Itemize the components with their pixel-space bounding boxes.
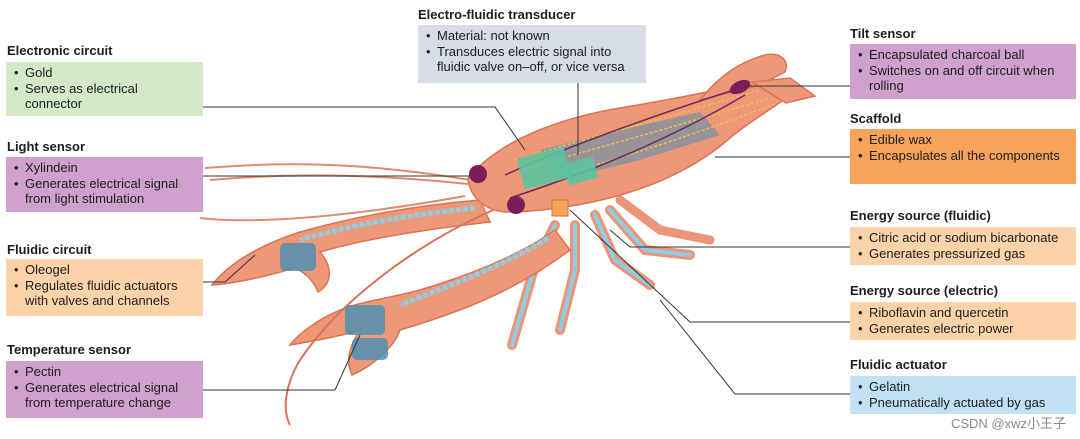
energy-fluidic-item: Citric acid or sodium bicarbonate — [856, 230, 1070, 246]
temperature-sensor-box: Pectin Generates electrical signal from … — [6, 361, 203, 418]
leader-lines — [203, 83, 850, 395]
scaffold-item: Encapsulates all the components — [856, 148, 1070, 164]
scaffold-title: Scaffold — [850, 111, 902, 126]
light-sensor-box: Xylindein Generates electrical signal fr… — [6, 157, 203, 212]
energy-fluidic-item: Generates pressurized gas — [856, 246, 1070, 262]
transducer-item: Transduces electric signal into fluidic … — [424, 44, 640, 75]
temperature-sensor-sphere — [507, 196, 525, 214]
electronic-circuit-item: Serves as electrical connector — [12, 81, 197, 112]
light-sensor-title: Light sensor — [7, 139, 86, 154]
energy-source-block — [551, 199, 569, 217]
long-antenna — [284, 204, 506, 426]
scaffold-item: Edible wax — [856, 132, 1070, 148]
transducer-title: Electro-fluidic transducer — [418, 7, 576, 22]
fluidic-circuit-title: Fluidic circuit — [7, 242, 92, 257]
fluidic-circuit-item: Oleogel — [12, 262, 197, 278]
energy-electric-box: Riboflavin and quercetin Generates elect… — [850, 302, 1076, 340]
fluidic-actuator-title: Fluidic actuator — [850, 357, 947, 372]
scaffold-box: Edible wax Encapsulates all the componen… — [850, 129, 1076, 184]
temperature-sensor-item: Generates electrical signal from tempera… — [12, 380, 197, 411]
light-sensor-item: Xylindein — [12, 160, 197, 176]
fluidic-circuit-item: Regulates fluidic actuators with valves … — [12, 278, 197, 309]
tilt-sensor-box: Encapsulated charcoal ball Switches on a… — [850, 44, 1076, 99]
light-sensor-sphere — [469, 165, 487, 183]
electronic-circuit-box: Gold Serves as electrical connector — [6, 62, 203, 116]
tilt-sensor-capsule — [729, 79, 751, 95]
tilt-sensor-title: Tilt sensor — [850, 26, 916, 41]
transducer-item: Material: not known — [424, 28, 640, 44]
tilt-sensor-item: Encapsulated charcoal ball — [856, 47, 1070, 63]
energy-fluidic-box: Citric acid or sodium bicarbonate Genera… — [850, 227, 1076, 265]
transducer-box: Material: not known Transduces electric … — [418, 25, 646, 83]
tilt-sensor-item: Switches on and off circuit when rolling — [856, 63, 1070, 94]
fluidic-actuator-item: Pneumatically actuated by gas — [856, 395, 1070, 411]
fluidic-actuator-box: Gelatin Pneumatically actuated by gas — [850, 376, 1076, 414]
temperature-sensor-item: Pectin — [12, 364, 197, 380]
electro-fluidic-transducer-chip — [516, 146, 572, 190]
energy-electric-title: Energy source (electric) — [850, 283, 999, 298]
light-sensor-item: Generates electrical signal from light s… — [12, 176, 197, 207]
fluidic-actuator-item: Gelatin — [856, 379, 1070, 395]
electronic-circuit-item: Gold — [12, 65, 197, 81]
lower-claw — [288, 228, 572, 376]
electronic-circuit-title: Electronic circuit — [7, 43, 113, 58]
scaffold-chip — [563, 156, 599, 186]
watermark-text: CSDN @xwz小王子 — [950, 416, 1066, 431]
upper-claw — [210, 199, 492, 294]
energy-electric-item: Riboflavin and quercetin — [856, 305, 1070, 321]
walking-legs — [507, 195, 715, 350]
fluidic-circuit-box: Oleogel Regulates fluidic actuators with… — [6, 259, 203, 316]
energy-electric-item: Generates electric power — [856, 321, 1070, 337]
energy-fluidic-title: Energy source (fluidic) — [850, 208, 991, 223]
temperature-sensor-title: Temperature sensor — [7, 342, 132, 357]
